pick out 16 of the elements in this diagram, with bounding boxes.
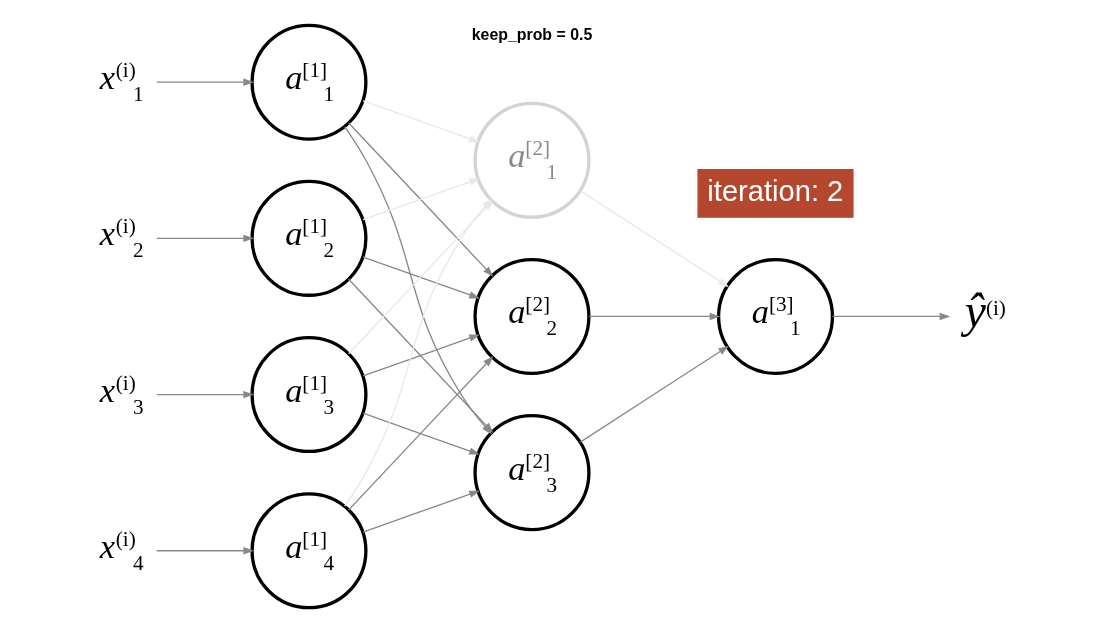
arrow — [588, 312, 721, 321]
arrow — [156, 78, 254, 86]
node-box: iteration: 2 — [697, 168, 854, 218]
arrow — [156, 547, 254, 555]
arrow — [579, 190, 729, 288]
arrow — [156, 390, 254, 399]
arrow — [579, 345, 729, 443]
arrow — [362, 490, 480, 533]
arrow — [362, 334, 480, 377]
label: keep_prob = 0.5 — [471, 25, 593, 43]
arrow — [362, 256, 480, 299]
arrow — [831, 312, 951, 321]
arrow — [362, 412, 480, 455]
arrow — [156, 234, 254, 243]
arrow — [362, 100, 480, 143]
arrow — [362, 178, 480, 221]
